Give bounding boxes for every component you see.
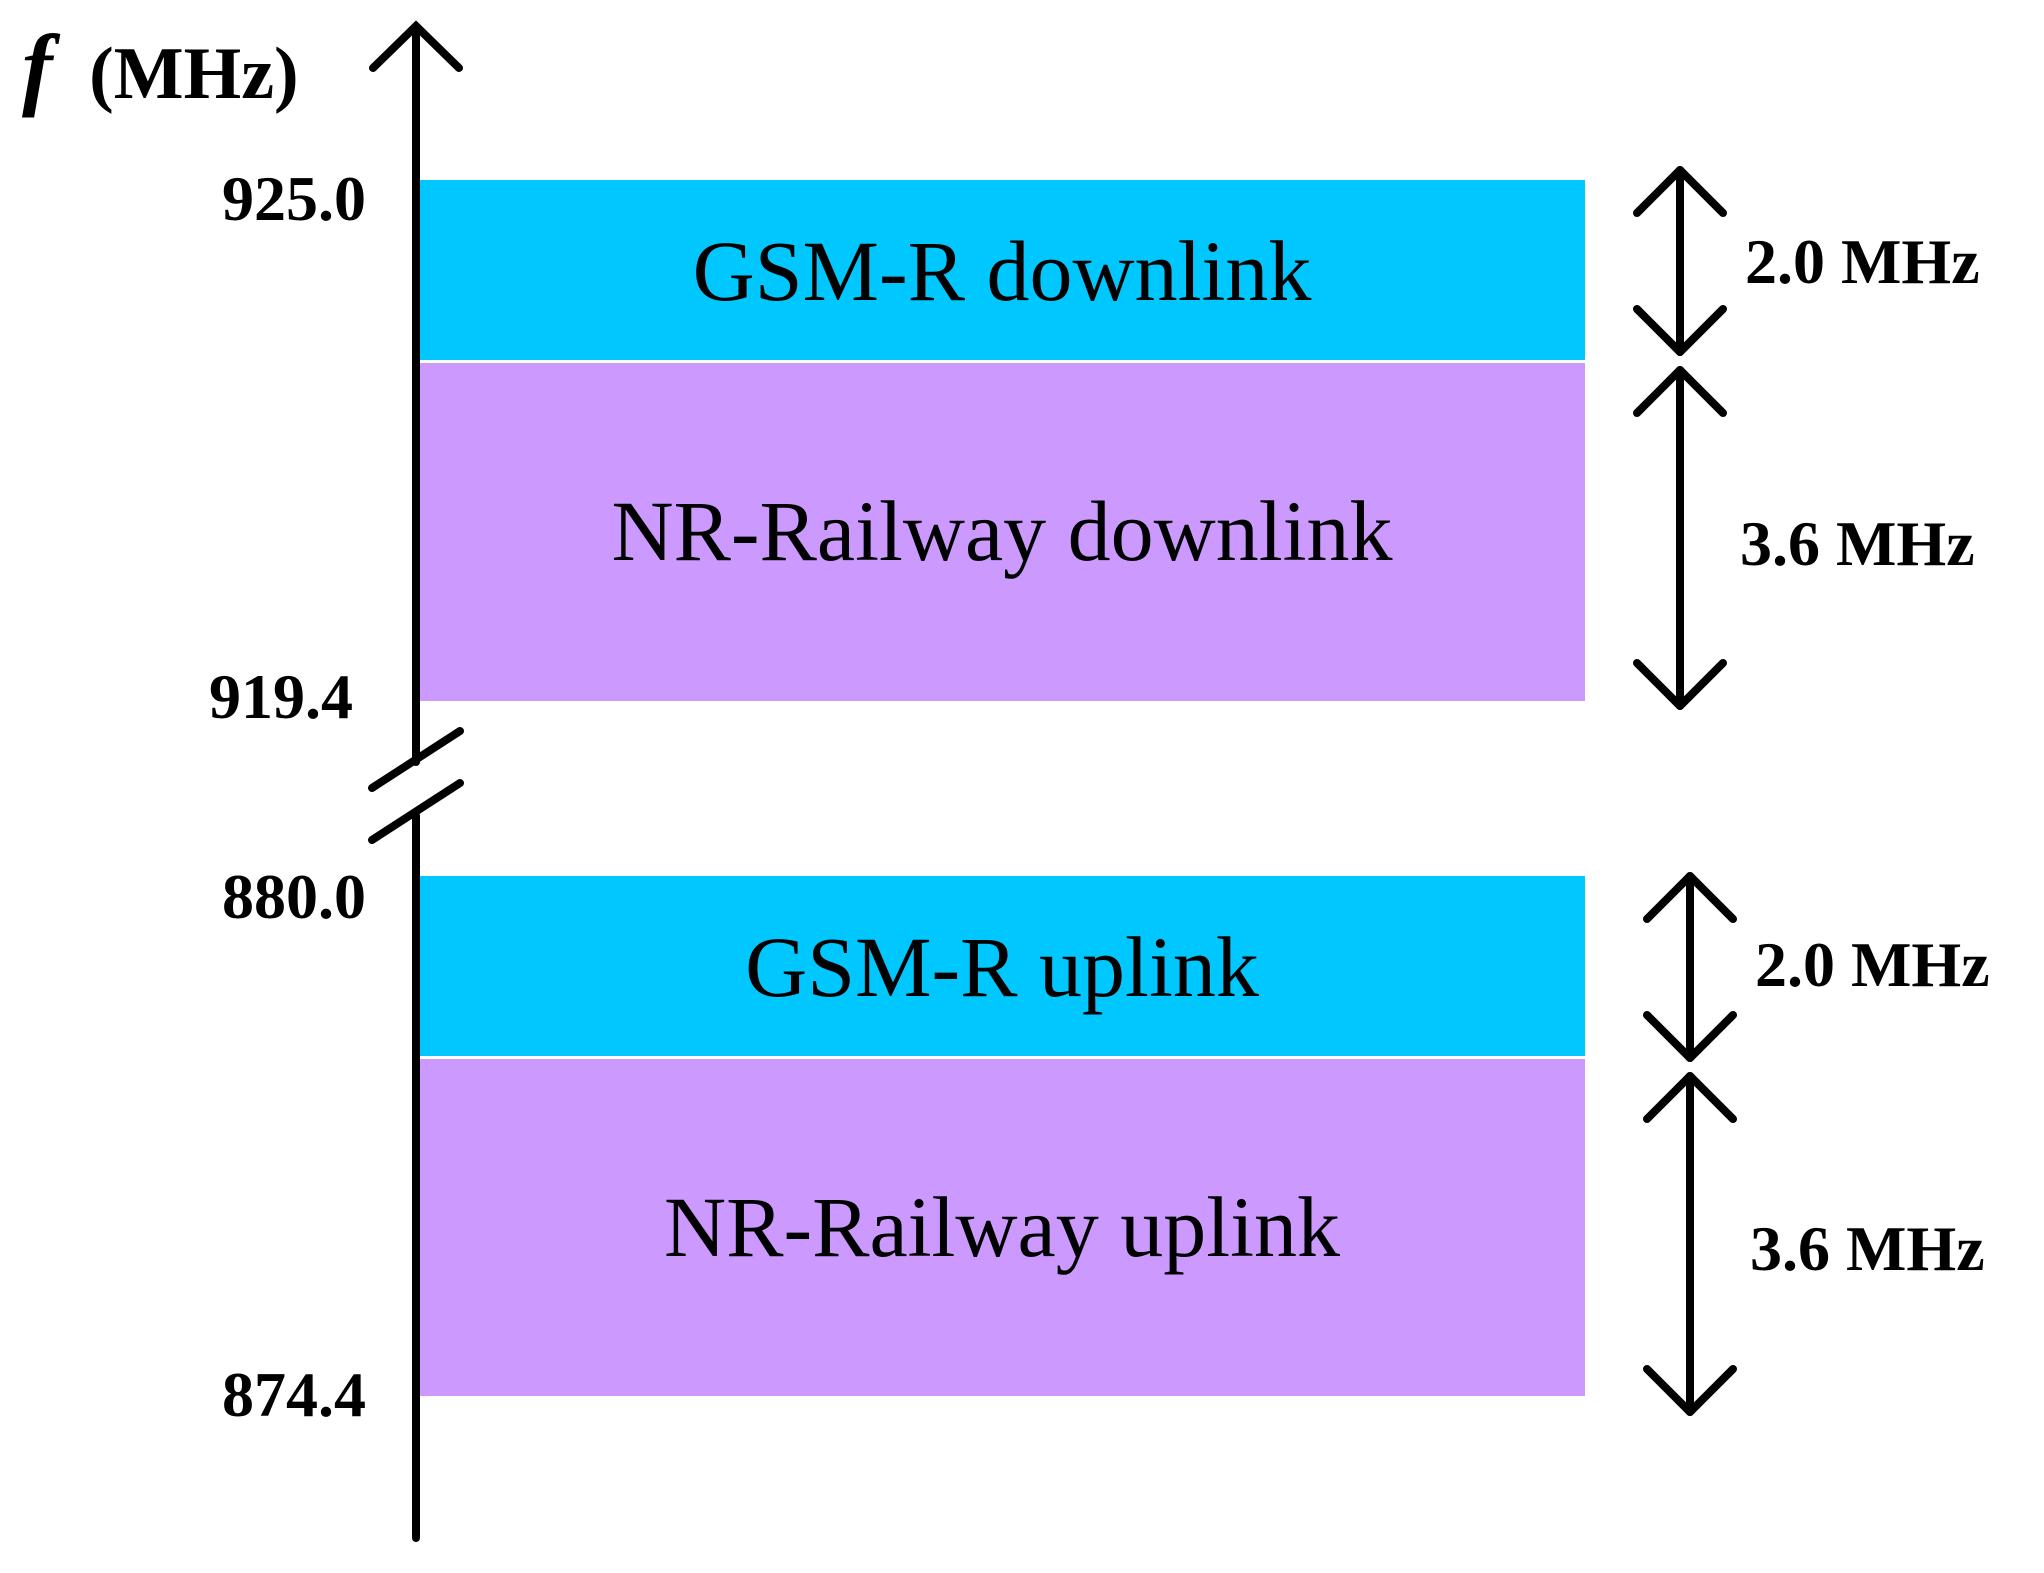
frequency-axis [368, 20, 464, 1542]
band-labels: GSM-R downlink NR-Railway downlink GSM-R… [611, 223, 1392, 1275]
band-label-nr-railway-uplink: NR-Railway uplink [664, 1179, 1340, 1275]
axis-break-mark-upper [368, 727, 464, 792]
tick-labels: 925.0 919.4 880.0 874.4 [209, 163, 366, 1430]
axis-break-mark-lower [368, 779, 464, 844]
tick-label-925: 925.0 [222, 163, 366, 234]
band-blocks [420, 180, 1585, 1396]
band-label-gsm-r-uplink: GSM-R uplink [745, 919, 1259, 1015]
axis-symbol: f [22, 16, 61, 118]
tick-label-919-4: 919.4 [209, 661, 353, 732]
bandwidth-label-gsm-r-downlink: 2.0 MHz [1745, 226, 1980, 297]
axis-arrow-icon [369, 20, 463, 72]
bandwidth-label-nr-railway-uplink: 3.6 MHz [1750, 1213, 1985, 1284]
band-nr-railway-downlink [420, 363, 1585, 701]
bandwidth-label-gsm-r-uplink: 2.0 MHz [1755, 929, 1990, 1000]
bandwidth-labels: 2.0 MHz 3.6 MHz 2.0 MHz 3.6 MHz [1740, 226, 1990, 1284]
double-arrow-icon [1643, 872, 1737, 1062]
band-label-nr-railway-downlink: NR-Railway downlink [611, 483, 1392, 579]
double-arrow-icon [1633, 366, 1727, 710]
double-arrow-icon [1643, 1072, 1737, 1416]
double-arrow-icon [1633, 166, 1727, 356]
tick-label-880: 880.0 [222, 861, 366, 932]
band-nr-railway-uplink [420, 1059, 1585, 1396]
band-label-gsm-r-downlink: GSM-R downlink [693, 223, 1312, 319]
bandwidth-label-nr-railway-downlink: 3.6 MHz [1740, 508, 1975, 579]
band-gsm-r-uplink [420, 876, 1585, 1056]
tick-label-874-4: 874.4 [222, 1359, 366, 1430]
band-gsm-r-downlink [420, 180, 1585, 360]
bandwidth-arrows [1633, 166, 1737, 1416]
axis-title: f (MHz) [22, 16, 299, 118]
axis-unit: (MHz) [89, 33, 299, 115]
